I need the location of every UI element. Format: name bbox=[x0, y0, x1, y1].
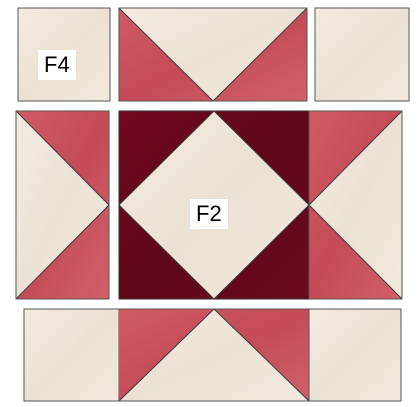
patch-bottom-right-square bbox=[309, 309, 401, 401]
patch-bottom-flying-geese bbox=[119, 309, 309, 401]
patch-bottom-left-square bbox=[24, 309, 119, 401]
patch-right-flying-geese bbox=[309, 111, 402, 299]
patch-left-flying-geese bbox=[16, 111, 109, 299]
label-f4: F4 bbox=[38, 50, 76, 80]
label-f2: F2 bbox=[190, 199, 228, 229]
patch-top-flying-geese bbox=[119, 8, 307, 101]
patch-top-right-square bbox=[315, 8, 409, 101]
